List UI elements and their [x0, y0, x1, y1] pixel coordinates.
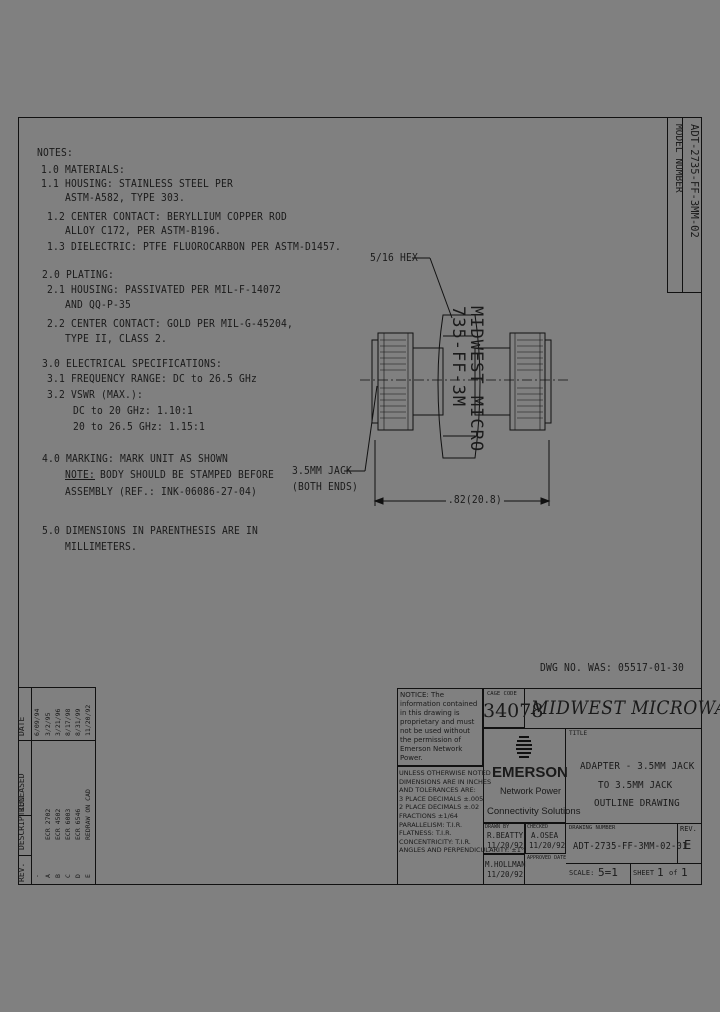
checked-date: 11/20/92	[529, 841, 566, 850]
note-line: 1.1 HOUSING: STAINLESS STEEL PER	[41, 178, 234, 190]
revision-table	[18, 687, 96, 885]
approved-date: 11/20/92	[487, 870, 524, 879]
note-line: ALLOY C172, PER ASTM-B196.	[65, 225, 221, 237]
note-line: 4.0 MARKING: MARK UNIT AS SHOWN	[42, 453, 228, 465]
drawn-by: R.BEATTY	[487, 831, 524, 840]
note-line: AND QQ-P-35	[65, 299, 132, 311]
drawn-date: 11/20/92	[487, 841, 524, 850]
model-number-divider	[682, 117, 683, 293]
drawing-title: ADAPTER - 3.5MM JACK	[580, 761, 695, 772]
tolerance-line: UNLESS OTHERWISE NOTED	[399, 769, 491, 777]
note-line: MILLIMETERS.	[65, 541, 138, 553]
scale-value: 5=1	[598, 866, 618, 879]
tolerance-line: PARALLELISM: T.I.R.	[399, 820, 463, 829]
drawing-sheet	[18, 117, 702, 885]
note-line: 3.0 ELECTRICAL SPECIFICATIONS:	[42, 358, 223, 370]
note-line: ASTM-A582, TYPE 303.	[65, 192, 186, 204]
scale-label: SCALE:	[569, 869, 595, 877]
drawing-title: TO 3.5MM JACK	[598, 780, 673, 791]
note-line: 2.1 HOUSING: PASSIVATED PER MIL-F-14072	[47, 284, 281, 296]
logo-cell	[483, 728, 566, 823]
drawn-cell	[483, 823, 525, 854]
cage-code-cell	[483, 688, 525, 728]
note-line: 1.3 DIELECTRIC: PTFE FLUOROCARBON PER AS…	[47, 241, 341, 253]
hex-label: 5/16 HEX	[370, 252, 419, 264]
tolerance-line: CONCENTRICITY: T.I.R.	[399, 837, 471, 846]
tolerance-line: DIMENSIONS ARE IN INCHES	[399, 777, 492, 786]
note-line: 20 to 26.5 GHz: 1.15:1	[73, 421, 206, 433]
sheet-number: 1	[657, 866, 664, 879]
tolerance-line: 2 PLACE DECIMALS ±.02	[399, 803, 480, 812]
tolerance-line: AND TOLERANCES ARE:	[399, 786, 476, 795]
note-label: NOTE:	[65, 469, 96, 481]
sheet-total: 1	[681, 866, 688, 879]
checked-label: CHECKED	[527, 824, 549, 830]
checked-cell	[525, 823, 566, 854]
drawing-number: ADT-2735-FF-3MM-02-01	[573, 841, 688, 852]
cage-code: 34078	[483, 700, 544, 722]
approved-cell	[483, 854, 525, 885]
title-block-frame	[397, 688, 702, 885]
previous-drawing-number: DWG NO. WAS: 05517-01-30	[540, 662, 685, 674]
note-line: BODY SHOULD BE STAMPED BEFORE	[100, 469, 274, 481]
notes-heading: NOTES:	[37, 147, 74, 159]
note-line: DC to 20 GHz: 1.10:1	[73, 405, 194, 417]
checked-by: A.OSEA	[531, 831, 559, 840]
sheet-label: SHEET	[633, 869, 655, 877]
note-line: 1.0 MATERIALS:	[41, 164, 126, 176]
drawing-title: OUTLINE DRAWING	[594, 798, 680, 809]
proprietary-notice: NOTICE: The information contained in thi…	[400, 691, 478, 762]
note-line: 2.2 CENTER CONTACT: GOLD PER MIL-G-45204…	[47, 318, 293, 330]
brand-subtitle: Network Power	[500, 786, 562, 796]
company-name: MIDWEST MICROWAVE	[531, 697, 720, 719]
note-line: 3.2 VSWR (MAX.):	[47, 389, 144, 401]
brand-name: EMERSON	[492, 764, 568, 781]
tolerance-line: ANGLES AND PERPENDICULARITY: ±1°	[399, 846, 525, 855]
note-line: 5.0 DIMENSIONS IN PARENTHESIS ARE IN	[42, 525, 258, 537]
approved-by: M.HOLLMAN	[485, 860, 526, 869]
rev-label: REV.	[680, 825, 697, 833]
brand-division: Connectivity Solutions	[487, 806, 581, 817]
note-line: 1.2 CENTER CONTACT: BERYLLIUM COPPER ROD	[47, 211, 288, 223]
drawing-number-label: DRAWING NUMBER	[569, 825, 616, 831]
note-line: ASSEMBLY (REF.: INK-06086-27-04)	[65, 486, 258, 498]
tolerance-block: UNLESS OTHERWISE NOTED DIMENSIONS ARE IN…	[399, 769, 524, 855]
approved-label: APPROVED DATE	[527, 855, 567, 861]
length-dimension: .82(20.8)	[446, 494, 504, 507]
tolerance-line: FLATNESS: T.I.R.	[399, 829, 452, 838]
tolerance-line: 3 PLACE DECIMALS ±.005	[399, 794, 484, 803]
model-number-box	[667, 117, 702, 293]
title-label: TITLE	[569, 730, 588, 737]
notice-cell	[397, 688, 483, 766]
note-line: TYPE II, CLASS 2.	[65, 333, 168, 345]
jack-label-ends: (BOTH ENDS)	[292, 481, 359, 493]
tolerance-line: FRACTIONS ±1/64	[399, 811, 458, 820]
cage-code-label: CAGE CODE	[487, 691, 517, 697]
revision-letter: E	[684, 838, 692, 852]
note-line: 3.1 FREQUENCY RANGE: DC to 26.5 GHz	[47, 373, 258, 385]
of-label: of	[669, 869, 678, 877]
note-line: 2.0 PLATING:	[42, 269, 115, 281]
drawn-label: DRAWN BY	[485, 824, 510, 830]
jack-label: 3.5MM JACK	[292, 465, 353, 477]
